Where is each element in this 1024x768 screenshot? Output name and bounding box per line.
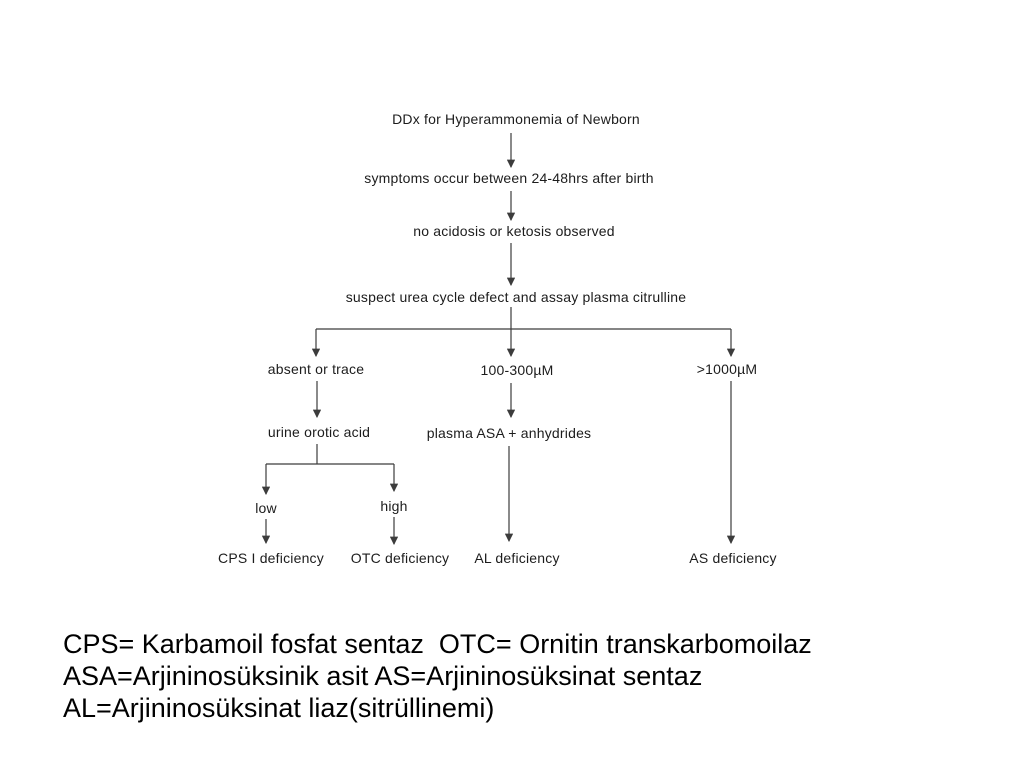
node-citrulline-high: >1000µM (696, 361, 758, 377)
node-urine-orotic-acid: urine orotic acid (267, 424, 371, 440)
abbreviation-legend: CPS= Karbamoil fosfat sentaz OTC= Orniti… (63, 628, 812, 724)
node-symptoms: symptoms occur between 24-48hrs after bi… (364, 170, 654, 186)
edge-lines (261, 133, 736, 546)
node-as-deficiency: AS deficiency (689, 550, 777, 566)
node-cps-deficiency: CPS I deficiency (218, 550, 324, 566)
node-otc-deficiency: OTC deficiency (350, 550, 450, 566)
node-title: DDx for Hyperammonemia of Newborn (392, 111, 640, 127)
node-orotic-low: low (255, 500, 277, 516)
legend-line-2: ASA=Arjininosüksinik asit AS=Arjininosük… (63, 661, 703, 691)
node-suspect-urea: suspect urea cycle defect and assay plas… (345, 289, 687, 305)
legend-line-1: CPS= Karbamoil fosfat sentaz OTC= Orniti… (63, 629, 812, 659)
node-citrulline-absent: absent or trace (267, 361, 365, 377)
node-plasma-asa: plasma ASA + anhydrides (426, 425, 592, 441)
node-citrulline-mid: 100-300µM (480, 362, 554, 378)
node-acidosis: no acidosis or ketosis observed (413, 223, 615, 239)
node-al-deficiency: AL deficiency (474, 550, 560, 566)
legend-line-3: AL=Arjininosüksinat liaz(sitrüllinemi) (63, 693, 495, 723)
node-orotic-high: high (380, 498, 408, 514)
